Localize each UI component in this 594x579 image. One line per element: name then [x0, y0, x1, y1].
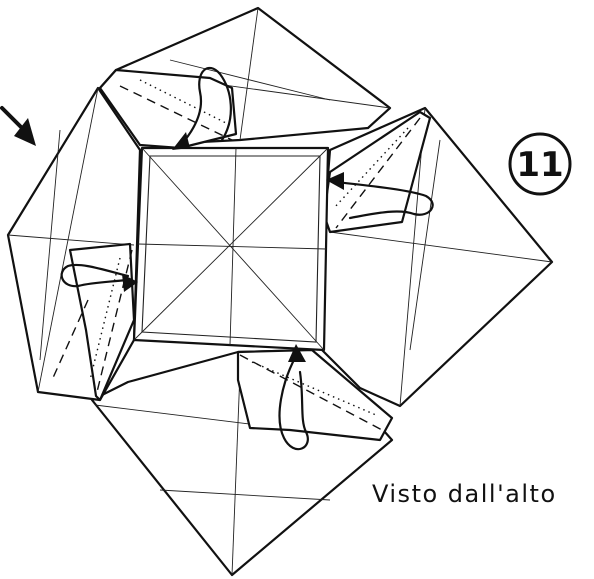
view-caption: Visto dall'alto — [372, 480, 557, 508]
step-number: 11 — [516, 145, 563, 185]
step-badge: 11 — [510, 134, 570, 194]
pointer-arrow — [2, 108, 36, 146]
center-square — [134, 148, 328, 350]
